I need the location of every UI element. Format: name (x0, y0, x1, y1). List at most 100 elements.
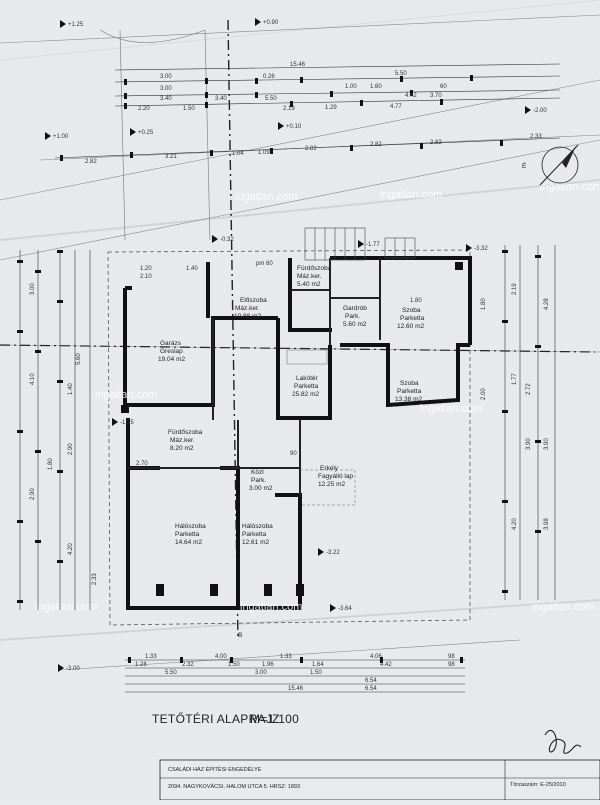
svg-text:+0.10: +0.10 (286, 124, 302, 130)
level-marker: -3.00 (58, 664, 80, 672)
svg-text:4.06: 4.06 (370, 654, 382, 660)
svg-text:2.00: 2.00 (481, 388, 487, 400)
svg-text:Fagyálló lap: Fagyálló lap (318, 473, 353, 480)
svg-text:4.20: 4.20 (512, 518, 518, 530)
svg-text:-3.64: -3.64 (338, 606, 352, 612)
svg-text:2.70: 2.70 (136, 461, 148, 467)
staircase (304, 227, 416, 261)
svg-text:4.28: 4.28 (544, 298, 550, 310)
svg-text:4.77: 4.77 (390, 104, 402, 110)
svg-text:12.60 m2: 12.60 m2 (397, 323, 424, 330)
drawing-title: TETŐTÉRI ALAPRAJZ (152, 711, 280, 726)
title-block-doc-number: Törzaszám: E-25/2010 (510, 782, 566, 788)
wall-columns (121, 262, 463, 596)
signature (544, 729, 582, 754)
svg-text:+0.25: +0.25 (138, 130, 154, 136)
svg-text:60: 60 (440, 84, 447, 90)
svg-text:1.09: 1.09 (258, 150, 270, 156)
svg-text:Parketta: Parketta (400, 315, 425, 322)
svg-text:2.33: 2.33 (92, 573, 98, 585)
svg-text:2.19: 2.19 (283, 106, 295, 112)
svg-text:Lakótér: Lakótér (296, 375, 319, 382)
svg-text:15.46: 15.46 (290, 62, 306, 68)
svg-text:1.29: 1.29 (325, 105, 337, 111)
svg-text:Parketta: Parketta (294, 383, 319, 390)
balcony-outline (286, 349, 356, 506)
svg-text:3.00 m2: 3.00 m2 (249, 485, 273, 492)
watermark: ingatlan.com (35, 601, 97, 613)
svg-text:Közl: Közl (251, 469, 264, 476)
dimension-lines (19, 63, 561, 693)
svg-text:pm 60: pm 60 (256, 261, 273, 267)
section-axis-vertical (227, 19, 239, 641)
svg-text:90: 90 (290, 451, 297, 457)
svg-text:Greslap: Greslap (160, 348, 183, 355)
paper-fold-line (0, 179, 600, 241)
level-marker: +0.25 (130, 128, 154, 136)
svg-text:6.54: 6.54 (365, 678, 377, 684)
top-dimensions: 15.46 3.00 0.26 5.50 3.00 3.40 1.00 1.60… (85, 62, 542, 165)
level-marker: -3.32 (466, 244, 488, 252)
svg-text:Előszoba: Előszoba (240, 297, 267, 304)
svg-text:1.60: 1.60 (370, 84, 382, 90)
svg-text:3.90: 3.90 (526, 438, 532, 450)
svg-text:Hálószoba: Hálószoba (242, 523, 273, 530)
svg-text:3.70: 3.70 (430, 93, 442, 99)
section-marker-b: B (238, 632, 242, 639)
svg-text:98: 98 (448, 654, 455, 660)
svg-text:4.42: 4.42 (380, 662, 392, 668)
svg-text:1.40: 1.40 (186, 266, 198, 272)
svg-text:4.20: 4.20 (68, 543, 74, 555)
level-marker: -1.55 (112, 418, 134, 426)
driveway-lines (99, 29, 211, 241)
svg-text:-0.32: -0.32 (220, 237, 234, 243)
watermark: ingatlan.com (380, 189, 442, 201)
svg-text:98: 98 (448, 662, 455, 668)
level-marker: +1.00 (45, 132, 69, 140)
svg-text:2.90: 2.90 (30, 488, 36, 500)
svg-text:2.32: 2.32 (182, 662, 194, 668)
roof-outline (107, 249, 471, 626)
watermark: ingatlan.com (240, 601, 302, 613)
svg-text:1.00: 1.00 (345, 84, 357, 90)
paper-fold-line (0, 0, 600, 61)
svg-text:12.25 m2: 12.25 m2 (318, 481, 345, 488)
bottom-dimensions: 1.33 4.00 1.33 4.06 98 1.28 2.32 1.50 1.… (135, 654, 455, 692)
svg-text:2.82: 2.82 (85, 159, 97, 165)
svg-text:5.50: 5.50 (165, 670, 177, 676)
level-marker: -3.64 (330, 604, 352, 612)
level-marker: +1.25 (60, 20, 84, 28)
svg-text:0.26: 0.26 (263, 74, 275, 80)
svg-text:-2.00: -2.00 (533, 108, 547, 114)
svg-text:5.60: 5.60 (76, 353, 82, 365)
svg-text:1.64: 1.64 (312, 662, 324, 668)
level-markers: +1.25 +1.00 +0.25 +0.90 -2.00 -0.32 -1.7… (45, 18, 547, 672)
right-dimensions: 1.80 2.19 4.28 1.77 2.72 3.90 3.90 4.20 … (481, 283, 550, 530)
svg-text:2.20: 2.20 (138, 106, 150, 112)
svg-text:-1.77: -1.77 (366, 242, 380, 248)
svg-text:1.33: 1.33 (145, 654, 157, 660)
svg-text:1.50: 1.50 (310, 670, 322, 676)
svg-text:+1.25: +1.25 (68, 22, 84, 28)
watermark: ingatlan.com (540, 181, 600, 193)
title-block: CSALÁDI HÁZ ÉPÍTÉSI ENGEDÉLYE 2094. NAGY… (159, 759, 600, 801)
svg-text:3.98: 3.98 (544, 518, 550, 530)
paper-fold-line (0, 599, 600, 641)
north-arrow: É (522, 144, 579, 186)
svg-text:Park.: Park. (251, 477, 266, 484)
svg-text:3.21: 3.21 (165, 154, 177, 160)
title-block-line1: CSALÁDI HÁZ ÉPÍTÉSI ENGEDÉLYE (168, 766, 262, 773)
svg-text:13.38 m2: 13.38 m2 (395, 396, 422, 403)
svg-text:Parketta: Parketta (397, 388, 422, 395)
svg-text:5.50: 5.50 (395, 71, 407, 77)
svg-text:2.10: 2.10 (140, 274, 152, 280)
svg-text:Máz.ker.: Máz.ker. (170, 437, 195, 444)
level-marker: +0.90 (255, 18, 279, 26)
svg-text:Parketta: Parketta (175, 531, 200, 538)
